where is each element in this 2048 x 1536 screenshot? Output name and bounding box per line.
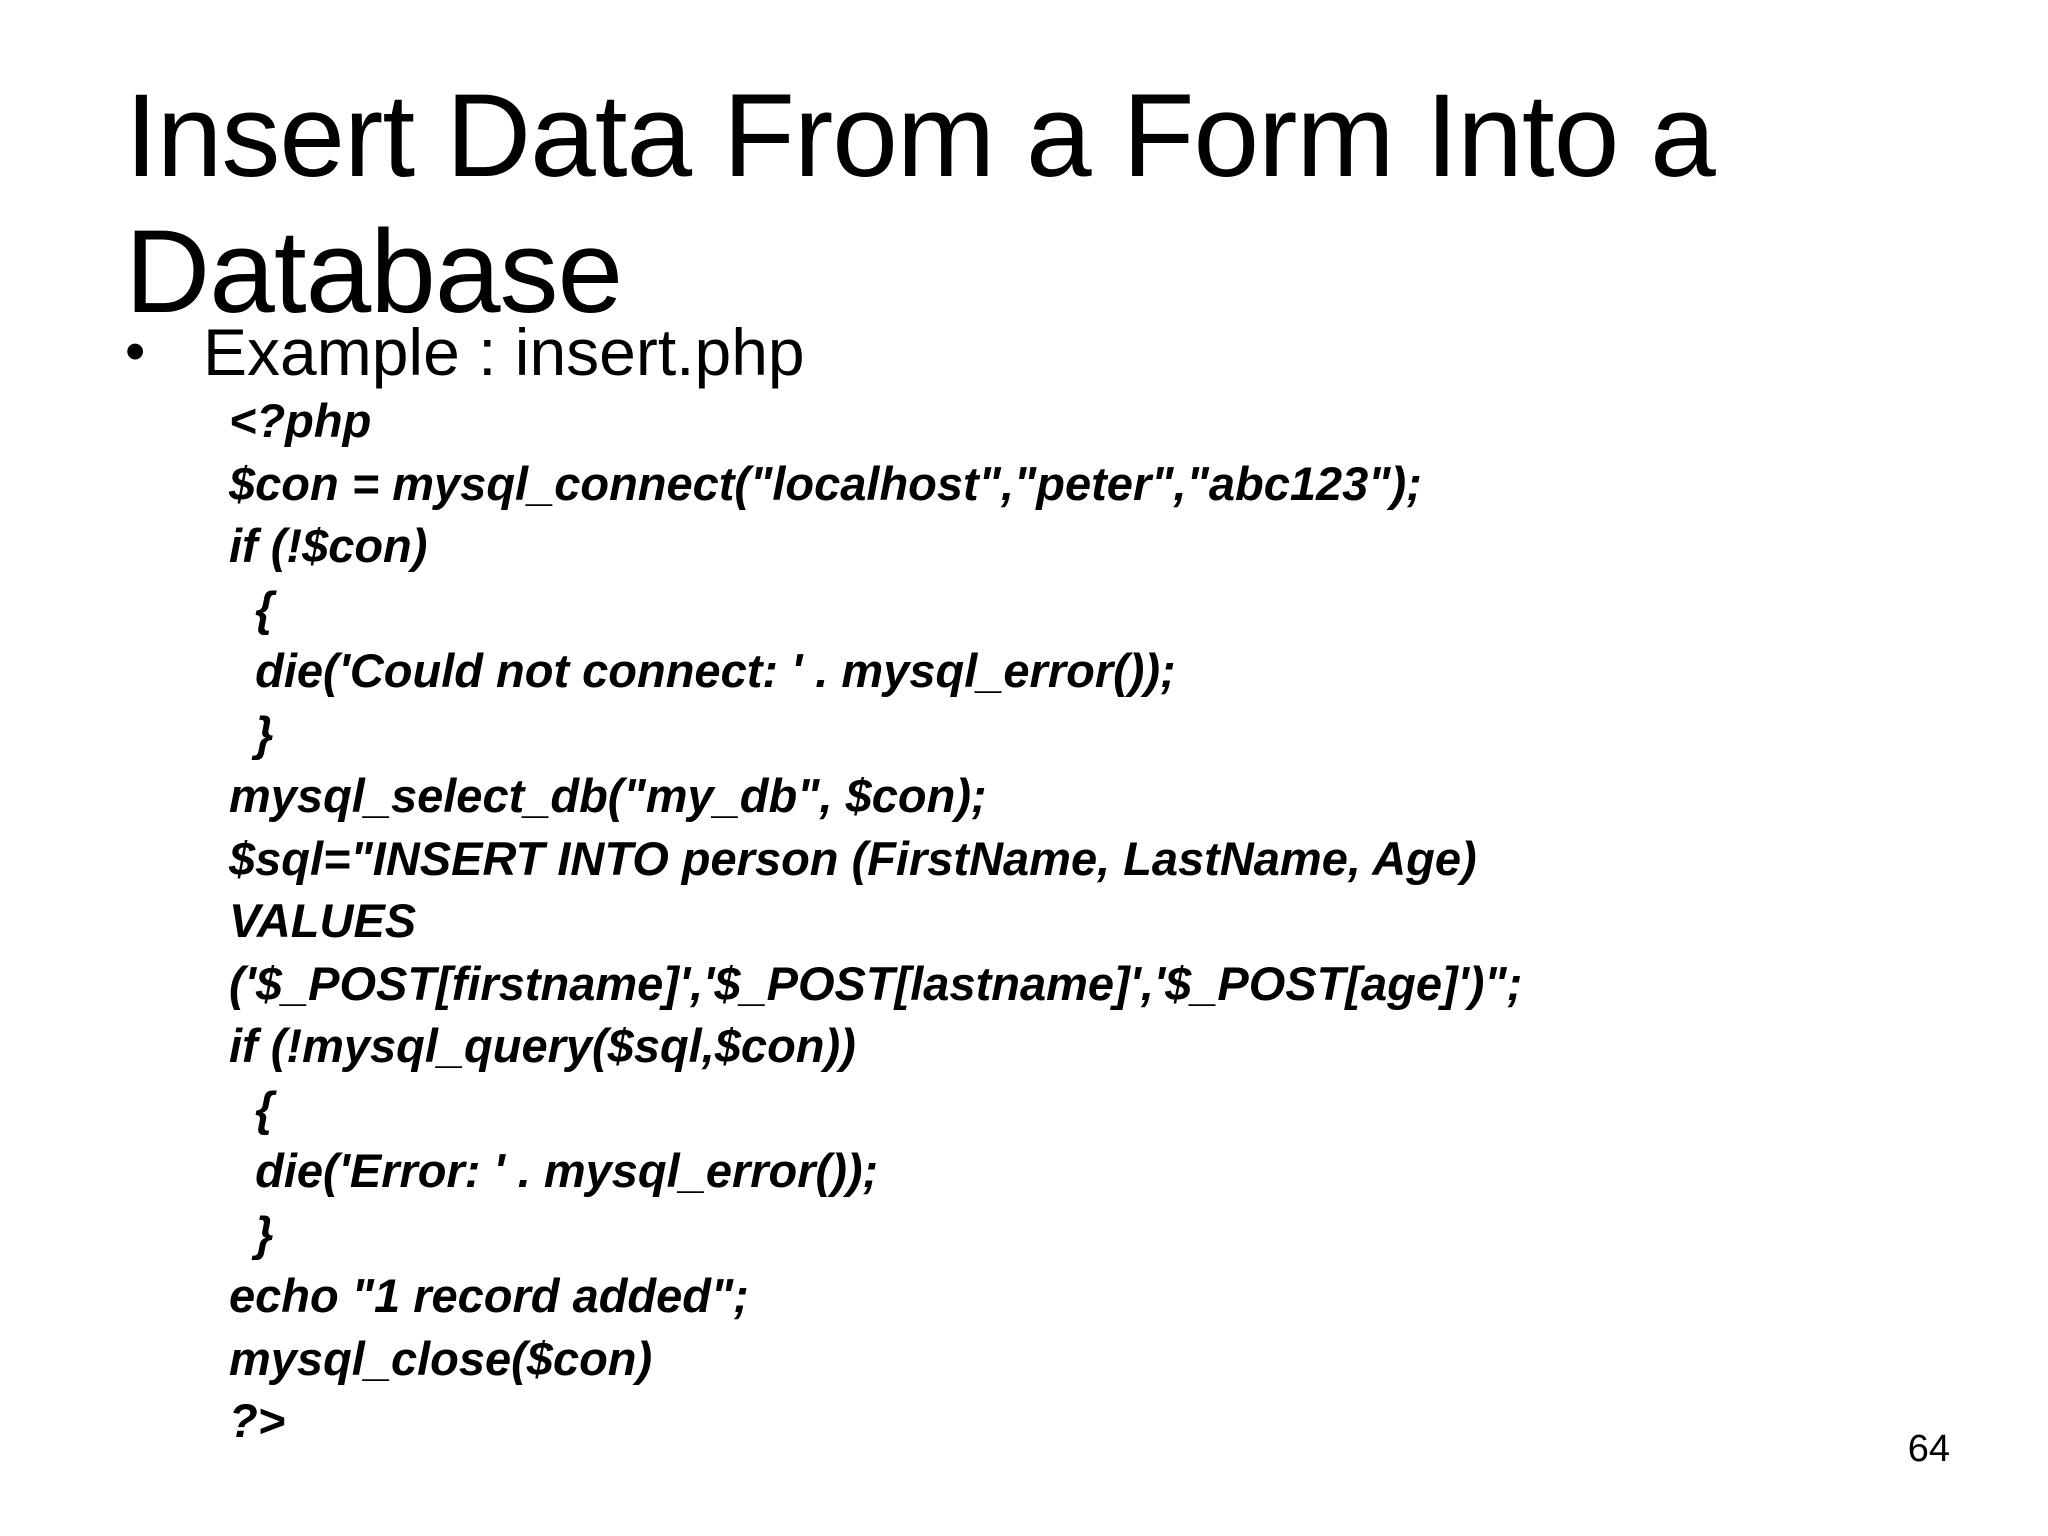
code-line: echo "1 record added"; [229,1269,749,1322]
code-line: ?> [229,1394,286,1447]
bullet-marker: • [125,319,146,384]
bullet-item: • Example : insert.php [125,312,805,392]
code-line: } [229,1206,274,1260]
code-line: if (!mysql_query($sql,$con)) [229,1019,856,1072]
bullet-text: Example : insert.php [203,315,805,389]
code-block: <?php $con = mysql_connect("localhost","… [229,390,1522,1453]
code-line: $con = mysql_connect("localhost","peter"… [229,456,1422,510]
code-line: { [229,1081,274,1135]
page-number: 64 [1907,1428,1950,1470]
code-line: if (!$con) [229,519,428,572]
code-line: mysql_close($con) [229,1331,653,1385]
code-line: die('Could not connect: ' . mysql_error(… [229,644,1176,697]
code-line: { [229,581,274,635]
code-line: ('$_POST[firstname]','$_POST[lastname]',… [229,956,1523,1010]
code-line: $sql="INSERT INTO person (FirstName, Las… [229,831,1477,885]
code-line: } [229,706,274,760]
code-line: VALUES [229,894,417,947]
slide-title: Insert Data From a Form Into a Database [125,70,1716,338]
code-line: mysql_select_db("my_db", $con); [229,769,987,822]
code-line: die('Error: ' . mysql_error()); [229,1144,879,1197]
code-line: <?php [229,394,372,447]
